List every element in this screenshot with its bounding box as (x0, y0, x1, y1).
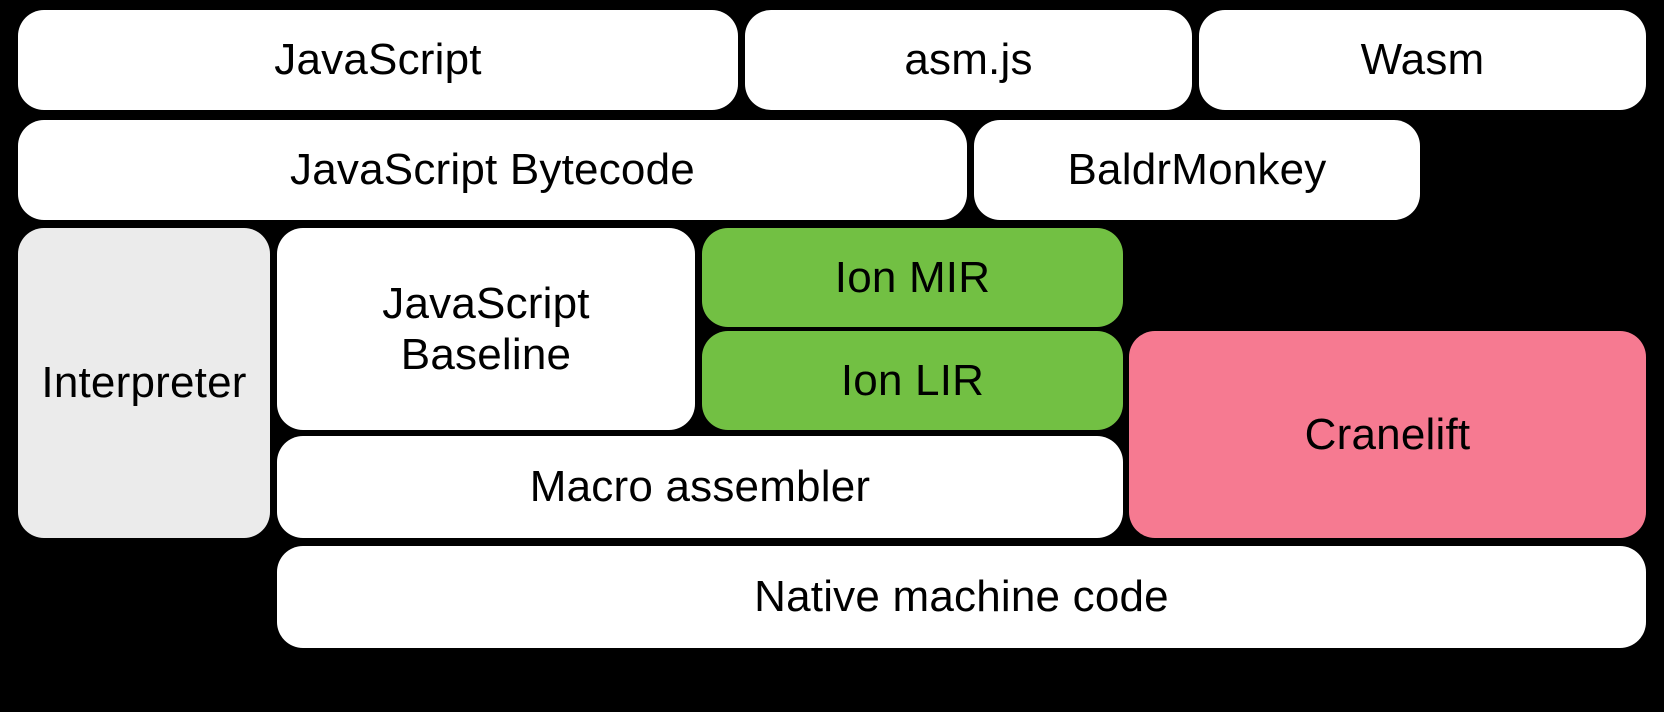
box-label-macro-assembler: Macro assembler (529, 462, 871, 512)
box-javascript: JavaScript (18, 10, 738, 110)
box-javascript-bytecode: JavaScript Bytecode (18, 120, 967, 220)
box-label-baldrmonkey: BaldrMonkey (1067, 145, 1327, 195)
box-label-ion-lir: Ion LIR (840, 355, 985, 405)
box-interpreter: Interpreter (18, 228, 270, 538)
box-label-cranelift: Cranelift (1304, 409, 1471, 459)
box-native-machine-code: Native machine code (277, 546, 1646, 648)
box-baldrmonkey: BaldrMonkey (974, 120, 1420, 220)
box-javascript-baseline: JavaScript Baseline (277, 228, 695, 430)
box-label-asmjs: asm.js (904, 35, 1033, 85)
box-label-ion-mir: Ion MIR (834, 252, 991, 302)
box-label-javascript-bytecode: JavaScript Bytecode (290, 145, 695, 195)
box-wasm: Wasm (1199, 10, 1646, 110)
box-label-interpreter: Interpreter (41, 358, 247, 408)
box-label-wasm: Wasm (1360, 35, 1485, 85)
box-macro-assembler: Macro assembler (277, 436, 1123, 538)
box-label-javascript: JavaScript (274, 35, 482, 85)
box-cranelift: Cranelift (1129, 331, 1646, 538)
box-label-native-machine-code: Native machine code (754, 572, 1169, 622)
box-ion-lir: Ion LIR (702, 331, 1123, 430)
box-label-javascript-baseline: JavaScript Baseline (382, 278, 590, 379)
box-asmjs: asm.js (745, 10, 1192, 110)
box-ion-mir: Ion MIR (702, 228, 1123, 327)
